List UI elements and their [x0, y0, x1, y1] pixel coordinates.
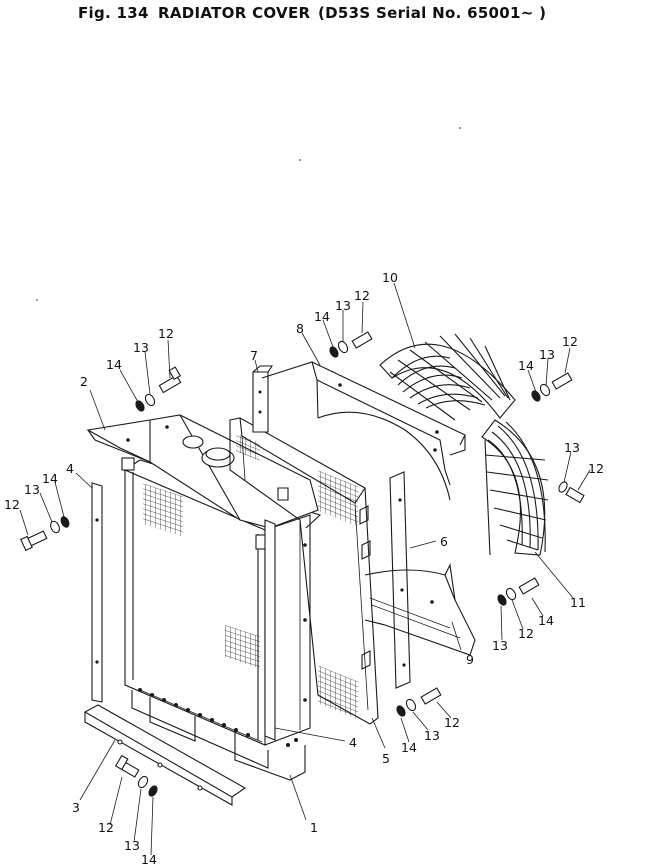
washer-icon — [337, 340, 349, 354]
callout-14: 14 — [42, 471, 58, 486]
washer-icon — [539, 383, 551, 397]
callout-12: 12 — [158, 326, 174, 341]
callout-12: 12 — [354, 288, 370, 303]
fasteners — [20, 331, 585, 797]
washer-icon — [144, 393, 156, 407]
washer-icon — [50, 520, 60, 534]
callout-13: 13 — [24, 482, 40, 497]
lock-washer-icon — [135, 400, 145, 412]
bolt-icon — [351, 331, 373, 349]
side-strip-right — [264, 519, 276, 741]
callout-7: 7 — [250, 348, 258, 363]
bottom-bracket — [83, 704, 247, 806]
upper-shroud — [261, 361, 466, 501]
callout-2: 2 — [80, 374, 88, 389]
side-strip-left — [91, 482, 103, 703]
callout-13: 13 — [124, 838, 140, 853]
lock-washer-icon — [60, 516, 70, 528]
callout-6: 6 — [440, 534, 448, 549]
fan-guard-upper — [379, 333, 516, 421]
shroud-strip — [389, 471, 411, 689]
washer-icon — [137, 775, 149, 789]
washer-icon — [505, 587, 517, 601]
bolt-icon — [565, 486, 585, 504]
specks — [36, 127, 461, 301]
callout-8: 8 — [296, 321, 304, 336]
vertical-post — [252, 365, 274, 433]
washer-icon — [405, 698, 417, 712]
callout-14: 14 — [141, 852, 157, 866]
callout-13: 13 — [424, 728, 440, 743]
callout-14: 14 — [401, 740, 417, 755]
callout-13: 13 — [133, 340, 149, 355]
mesh-frame — [229, 417, 379, 725]
figure-number: Fig. 134 — [78, 4, 149, 22]
callout-5: 5 — [382, 751, 390, 766]
callout-12: 12 — [588, 461, 604, 476]
callout-12: 12 — [98, 820, 114, 835]
lock-washer-icon — [497, 594, 507, 606]
callout-14: 14 — [106, 357, 122, 372]
washer-icon — [558, 481, 568, 493]
callout-12: 12 — [4, 497, 20, 512]
callout-12: 14 — [538, 613, 554, 628]
callout-9: 9 — [466, 652, 474, 667]
lower-shroud — [364, 563, 476, 656]
lock-washer-icon — [329, 346, 339, 358]
lock-washer-icon — [531, 390, 541, 402]
lock-washer-icon — [148, 785, 158, 797]
callout-14: 13 — [492, 638, 508, 653]
callout-10: 10 — [382, 270, 398, 285]
leader-lines — [19, 282, 591, 856]
bolt-icon — [420, 687, 442, 705]
top-cover — [86, 414, 319, 529]
callout-12: 12 — [562, 334, 578, 349]
fan-guard-lower — [481, 419, 549, 556]
callout-11: 11 — [570, 595, 586, 610]
callout-1: 1 — [310, 820, 318, 835]
callout-12: 12 — [444, 715, 460, 730]
bolt-icon — [518, 577, 540, 595]
callout-13: 12 — [518, 626, 534, 641]
bolt-icon — [158, 366, 182, 394]
bolt-icon — [114, 754, 140, 778]
callout-13: 13 — [539, 347, 555, 362]
lock-washer-icon — [396, 705, 406, 717]
callout-4b: 4 — [349, 735, 357, 750]
callouts: 1 2 3 4 4 5 6 7 8 9 10 11 12 13 14 12 13… — [4, 270, 604, 866]
callout-14: 14 — [518, 358, 534, 373]
figure-subtitle: (D53S Serial No. 65001~ ) — [318, 4, 547, 22]
callout-14: 14 — [314, 309, 330, 324]
figure-name: RADIATOR COVER — [158, 4, 311, 22]
bolt-icon — [20, 530, 48, 552]
callout-13: 13 — [564, 440, 580, 455]
bolt-icon — [551, 372, 573, 390]
callout-4: 4 — [66, 461, 74, 476]
callout-13: 13 — [335, 298, 351, 313]
callout-3: 3 — [72, 800, 80, 815]
